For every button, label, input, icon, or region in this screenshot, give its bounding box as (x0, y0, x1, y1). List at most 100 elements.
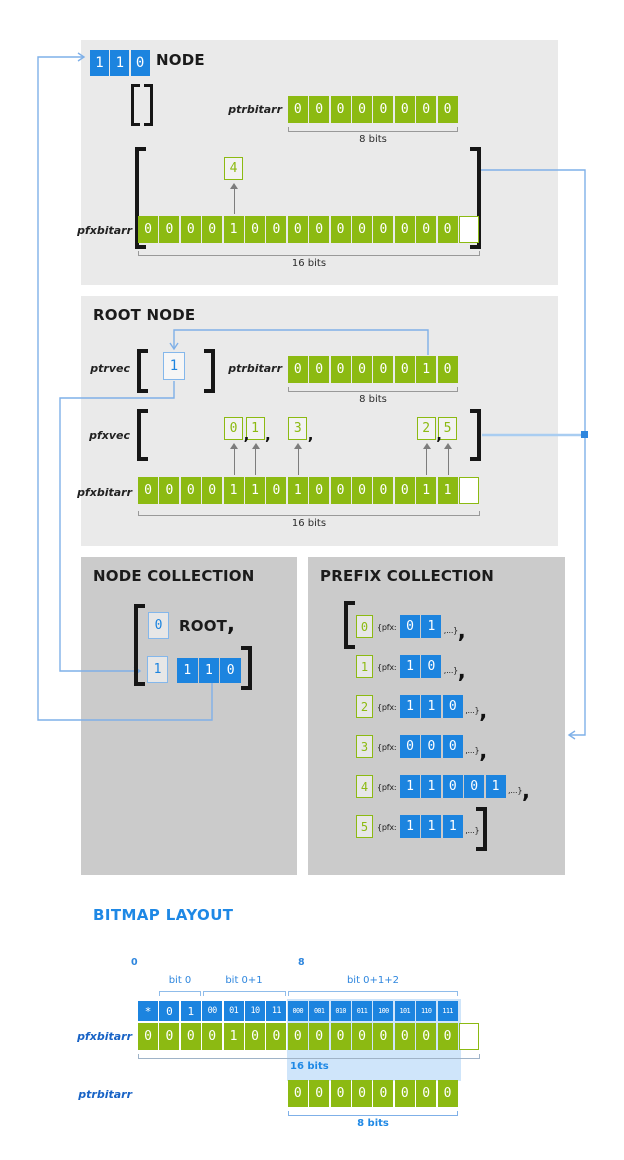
bit-cell: 0 (373, 1080, 394, 1107)
pfxbitarr-label: pfxbitarr (77, 224, 132, 237)
root-node-panel (81, 296, 558, 546)
bitmap-header-cell: 11 (266, 1001, 287, 1021)
vec-item-box: 5 (438, 417, 458, 440)
node-collection-panel (81, 557, 297, 875)
arrow-up-icon (444, 443, 453, 475)
bit-cell: 0 (352, 1080, 372, 1107)
group-brace (159, 991, 201, 996)
bit-cell: 0 (352, 96, 372, 123)
bit-cell: 1 (223, 477, 244, 504)
bit-cell: 1 (110, 50, 130, 76)
comma: , (243, 426, 250, 444)
comma: , (436, 426, 442, 444)
bitmap-header-cell: * (138, 1001, 158, 1021)
node-panel-title: NODE (156, 51, 205, 69)
bit-cell: 0 (373, 1023, 394, 1050)
root-entry-label: ROOT (179, 617, 228, 635)
bit-cell: 0 (287, 216, 308, 243)
bit-cell: 0 (421, 655, 442, 678)
bit-cell: 0 (180, 477, 201, 504)
prefix-index-box: 0 (356, 615, 373, 638)
arrow-up-icon (294, 443, 303, 475)
pfxvec-label: pfxvec (89, 429, 130, 442)
bit-cell: 0 (309, 96, 330, 123)
prefix-index-box: 5 (356, 815, 373, 838)
vec-item-box: 4 (224, 157, 244, 180)
empty-bit-cell (459, 477, 479, 504)
arrow-up-icon (251, 443, 260, 475)
group-label-bit0: bit 0 (168, 975, 192, 986)
prefix-open-bracket (344, 601, 355, 649)
bitmap-header-cell: 000 (287, 1001, 308, 1021)
bit-cell: 0 (464, 775, 485, 798)
bit-cell: 0 (373, 96, 394, 123)
bit-cell: 0 (416, 96, 437, 123)
prefix-close-bracket (476, 807, 487, 851)
bit-cell: 0 (202, 1023, 223, 1050)
bit-cell: 0 (416, 1080, 437, 1107)
collection-open-bracket (134, 604, 145, 686)
bitmap-header-cell: 010 (330, 1001, 351, 1021)
bit-cell: 0 (437, 356, 458, 383)
bits-bracket (138, 251, 480, 256)
index-marker-0: 0 (131, 957, 138, 968)
bitmap-layout-heading: BITMAP LAYOUT (93, 906, 234, 924)
bit-cell: 0 (220, 658, 241, 683)
bit-cell: 1 (400, 695, 420, 718)
ptrbitarr-caption: 8 bits (357, 1118, 389, 1129)
bit-cell: 0 (437, 216, 458, 243)
node-panel (81, 40, 558, 285)
comma: , (479, 739, 488, 763)
comma: , (479, 699, 488, 723)
arrow-left-icon (567, 730, 576, 740)
bit-cell: 0 (159, 477, 180, 504)
bit-cell: 0 (287, 1023, 308, 1050)
bitmap-header-cell: 10 (245, 1001, 265, 1021)
vec-item-box: 0 (224, 417, 244, 440)
pfxbitarr-caption: 16 bits (291, 518, 327, 529)
bit-cell: 0 (245, 1023, 265, 1050)
bit-cell: 0 (309, 216, 330, 243)
bit-cell: 0 (330, 1023, 351, 1050)
bit-cell: 0 (330, 477, 351, 504)
bit-cell: 0 (309, 1080, 330, 1107)
arrow-up-icon (230, 183, 239, 214)
node-index-box: 1 (147, 656, 168, 683)
bit-cell: 0 (437, 1023, 458, 1050)
bitmap-header-cell: 110 (416, 1001, 437, 1021)
bit-cell: 0 (400, 735, 420, 758)
bit-cell: 0 (330, 216, 351, 243)
node-collection-title: NODE COLLECTION (93, 567, 255, 585)
pfxbitarr-label: pfxbitarr (77, 486, 132, 499)
junction-dot (581, 431, 588, 438)
bit-cell: 1 (421, 815, 442, 838)
bits-bracket (138, 1054, 480, 1059)
bit-cell: 1 (485, 775, 506, 798)
bit-cell: 1 (245, 477, 265, 504)
bit-cell: 0 (421, 735, 442, 758)
bit-cell: 0 (202, 216, 223, 243)
bit-cell: 0 (138, 1023, 158, 1050)
collection-close-bracket (241, 646, 252, 690)
bits-bracket (288, 1111, 458, 1116)
bit-cell: 1 (421, 615, 442, 638)
bit-cell: 0 (266, 1023, 287, 1050)
ptrvec-open-bracket (137, 349, 148, 393)
pfx-close-label: ,...} (508, 786, 523, 795)
bits-bracket (288, 127, 458, 132)
ptrbitarr-label: ptrbitarr (228, 362, 282, 375)
bit-cell: 0 (309, 356, 330, 383)
bit-cell: 0 (330, 1080, 351, 1107)
bit-cell: 0 (287, 1080, 308, 1107)
pfx-close-bracket (470, 147, 481, 249)
bit-cell: 1 (400, 655, 420, 678)
bit-cell: 0 (394, 1023, 415, 1050)
bitmap-header-cell: 00 (202, 1001, 223, 1021)
bit-cell: 0 (330, 96, 351, 123)
bit-cell: 0 (416, 1023, 437, 1050)
group-label-bit012: bit 0+1+2 (346, 975, 400, 986)
bitmap-header-cell: 101 (394, 1001, 415, 1021)
bit-cell: 0 (352, 477, 372, 504)
pfxbitarr-label: pfxbitarr (77, 1030, 132, 1043)
